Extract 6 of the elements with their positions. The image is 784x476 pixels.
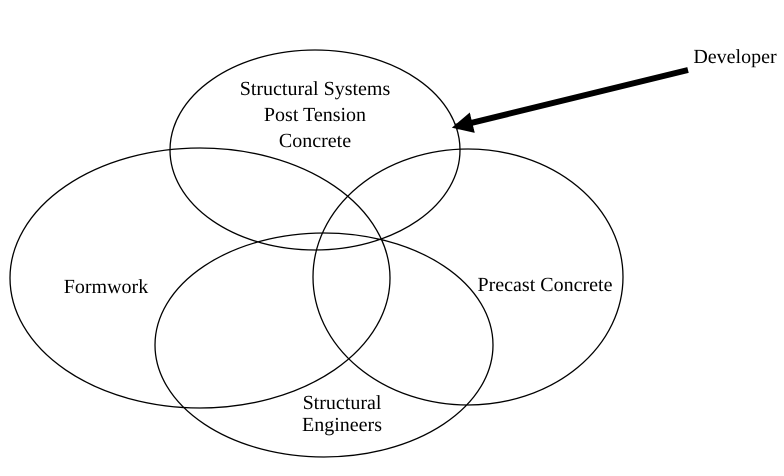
arrow bbox=[452, 67, 689, 133]
node-label: Formwork bbox=[62, 275, 150, 300]
node-label: Structural Systems Post Tension Concrete bbox=[238, 77, 392, 154]
node-label: Precast Concrete bbox=[476, 273, 614, 298]
node-label: Structural Engineers bbox=[301, 392, 383, 436]
node-label: Developer bbox=[692, 45, 778, 70]
